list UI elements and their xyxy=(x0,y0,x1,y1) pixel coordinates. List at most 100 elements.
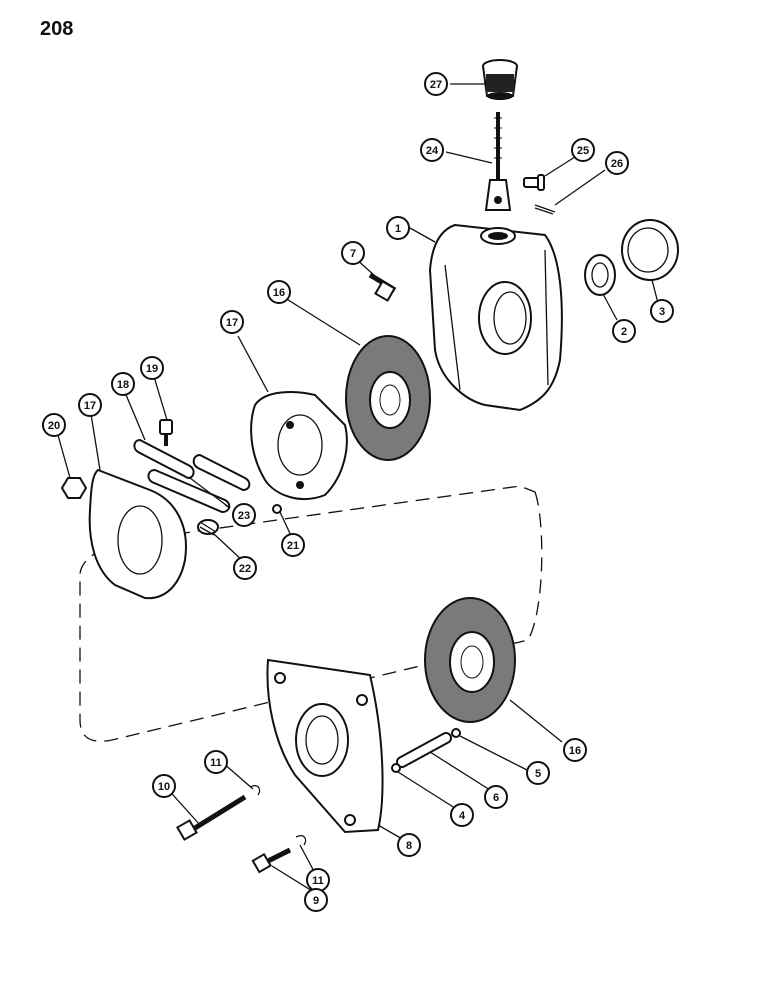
callout-25: 25 xyxy=(571,138,595,162)
callout-circle xyxy=(424,72,448,96)
part-short-bolt xyxy=(251,847,292,874)
callout-label: 17 xyxy=(84,400,96,412)
part-bolt-19 xyxy=(159,419,173,446)
callout-circle xyxy=(386,216,410,240)
callout-20: 20 xyxy=(42,413,66,437)
part-friction-disc-upper xyxy=(345,335,431,461)
callout-5: 5 xyxy=(526,761,550,785)
callout-19: 19 xyxy=(140,356,164,380)
part-cover xyxy=(266,658,384,834)
callout-label: 6 xyxy=(493,792,499,804)
callout-18: 18 xyxy=(111,372,135,396)
part-small-ring xyxy=(272,504,282,514)
callout-label: 7 xyxy=(350,248,356,260)
part-bolt-7 xyxy=(368,272,397,302)
callout-circle xyxy=(420,138,444,162)
callout-circle xyxy=(281,533,305,557)
callout-circle xyxy=(650,299,674,323)
callout-7: 7 xyxy=(341,241,365,265)
callout-label: 5 xyxy=(535,768,541,780)
callout-circle xyxy=(111,372,135,396)
part-backing-plate xyxy=(88,468,187,600)
callout-label: 10 xyxy=(158,781,170,793)
callout-circle xyxy=(220,310,244,334)
callout-label: 26 xyxy=(611,158,623,170)
callout-16: 16 xyxy=(563,738,587,762)
callout-circle xyxy=(152,774,176,798)
callout-label: 22 xyxy=(239,563,251,575)
callout-circle xyxy=(612,319,636,343)
callout-circle xyxy=(78,393,102,417)
callout-label: 25 xyxy=(577,145,589,157)
callout-circle xyxy=(526,761,550,785)
callout-16: 16 xyxy=(267,280,291,304)
callout-label: 16 xyxy=(569,745,581,757)
callout-23: 23 xyxy=(232,503,256,527)
part-washer-upper xyxy=(249,785,261,796)
callout-circle xyxy=(341,241,365,265)
part-bushing xyxy=(482,59,518,100)
callout-26: 26 xyxy=(605,151,629,175)
part-pin xyxy=(523,174,545,191)
part-spring xyxy=(197,519,219,536)
part-nut xyxy=(60,477,88,499)
callout-circle xyxy=(42,413,66,437)
callout-label: 23 xyxy=(238,510,250,522)
callout-circle xyxy=(140,356,164,380)
callout-24: 24 xyxy=(420,138,444,162)
callout-27: 27 xyxy=(424,72,448,96)
callout-10: 10 xyxy=(152,774,176,798)
callout-17: 17 xyxy=(78,393,102,417)
callout-label: 8 xyxy=(406,840,412,852)
part-seal xyxy=(584,254,616,296)
callout-label: 27 xyxy=(430,79,442,91)
callout-label: 11 xyxy=(312,875,324,887)
part-washer-lower xyxy=(295,835,307,846)
callout-11: 11 xyxy=(306,868,330,892)
callout-circle xyxy=(233,556,257,580)
callout-circle xyxy=(204,750,228,774)
callout-circle xyxy=(304,888,328,912)
callout-9: 9 xyxy=(304,888,328,912)
callout-6: 6 xyxy=(484,785,508,809)
part-shaft xyxy=(391,728,461,773)
part-cotter-pin xyxy=(534,204,556,215)
callout-8: 8 xyxy=(397,833,421,857)
callout-label: 1 xyxy=(395,223,401,235)
callout-2: 2 xyxy=(612,319,636,343)
callout-circle xyxy=(450,803,474,827)
callout-17: 17 xyxy=(220,310,244,334)
part-ring xyxy=(621,219,679,281)
callout-11: 11 xyxy=(204,750,228,774)
callout-label: 18 xyxy=(117,379,129,391)
callout-21: 21 xyxy=(281,533,305,557)
callout-3: 3 xyxy=(650,299,674,323)
callout-label: 21 xyxy=(287,540,299,552)
callout-circle xyxy=(605,151,629,175)
callout-label: 2 xyxy=(621,326,627,338)
callout-circle xyxy=(484,785,508,809)
callout-circle xyxy=(571,138,595,162)
part-actuator-plate xyxy=(250,391,348,500)
page-number: 208 xyxy=(40,18,74,40)
callout-label: 11 xyxy=(210,757,222,769)
part-clevis-rod xyxy=(484,112,512,211)
callout-label: 17 xyxy=(226,317,238,329)
callout-label: 16 xyxy=(273,287,285,299)
callout-circle xyxy=(563,738,587,762)
callout-circle xyxy=(232,503,256,527)
callout-label: 4 xyxy=(459,810,466,822)
part-long-bolt xyxy=(176,794,247,841)
callout-22: 22 xyxy=(233,556,257,580)
part-housing xyxy=(428,223,563,412)
callout-1: 1 xyxy=(386,216,410,240)
callout-label: 3 xyxy=(659,306,665,318)
callout-label: 24 xyxy=(426,145,439,157)
callout-4: 4 xyxy=(450,803,474,827)
callout-label: 19 xyxy=(146,363,158,375)
part-friction-disc-lower xyxy=(424,597,516,723)
callout-circle xyxy=(267,280,291,304)
callout-label: 9 xyxy=(313,895,319,907)
